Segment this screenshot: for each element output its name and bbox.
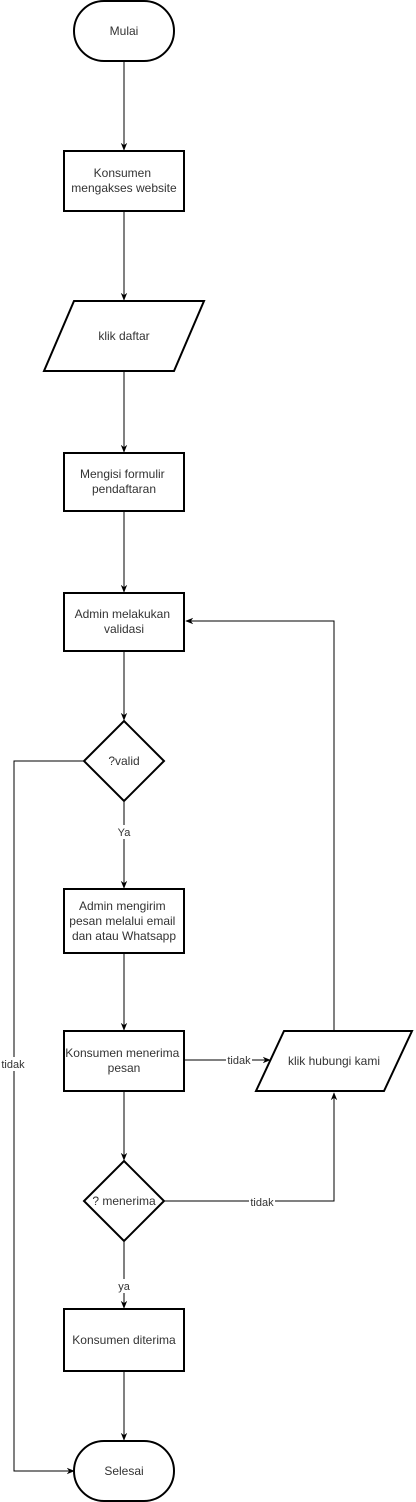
edge-valid-no — [13, 760, 84, 1475]
edge-label-valid-yes: Ya — [116, 825, 132, 839]
node-decision-accept-label: ? menerima — [92, 1194, 156, 1208]
node-consumer-accepted: Konsumen diterima — [63, 1308, 185, 1372]
node-access-website-line-1: Konsumen — [94, 166, 151, 180]
node-fill-form: Mengisi formulir pendaftaran — [63, 452, 185, 512]
node-access-website: Konsumen mengakses website — [63, 150, 185, 212]
node-click-register: klik daftar — [42, 300, 206, 372]
edge-label-accept-yes: ya — [116, 1279, 132, 1293]
node-decision-valid-label: ?valid — [108, 754, 139, 768]
node-admin-send-line-1: Admin mengirim — [79, 899, 166, 913]
node-consumer-accepted-label: Konsumen diterima — [72, 1333, 176, 1347]
node-admin-send: Admin mengirim pesan melalui email dan a… — [63, 888, 185, 954]
edges — [13, 61, 338, 1475]
node-end-label: Selesai — [104, 1464, 143, 1478]
edge-labels: Ya tidak tidak tidak ya — [1, 825, 275, 1293]
edge-label-receive-no: tidak — [226, 1053, 252, 1067]
node-fill-form-line-2: pendaftaran — [92, 482, 156, 496]
node-admin-validate-label: Admin melakukan validasi — [75, 607, 174, 636]
edge-contact-loop-back — [185, 617, 335, 1031]
node-click-contact: klik hubungi kami — [254, 1030, 414, 1092]
node-admin-send-line-3: dan atau Whatsapp — [72, 929, 176, 943]
node-decision-valid: ?valid — [82, 719, 166, 803]
edge-label-receive-no-text: tidak — [227, 1055, 251, 1067]
node-start: Mulai — [73, 0, 175, 62]
node-click-register-label: klik daftar — [98, 329, 149, 343]
node-decision-accept: ? menerima — [82, 1159, 166, 1243]
node-access-website-line-2: mengakses website — [71, 181, 177, 195]
node-admin-validate-line-2: validasi — [104, 622, 144, 636]
node-fill-form-label: Mengisi formulir pendaftaran — [80, 467, 168, 496]
node-admin-validate: Admin melakukan validasi — [63, 592, 185, 652]
node-consumer-receive-message: Konsumen menerima pesan — [63, 1030, 185, 1092]
node-consumer-receive-message-line-1: Konsumen menerima — [65, 1046, 179, 1060]
node-admin-validate-line-1: Admin melakukan — [75, 607, 170, 621]
node-consumer-receive-message-line-2: pesan — [108, 1061, 141, 1075]
edge-label-valid-no-text: tidak — [1, 1059, 25, 1071]
edge-label-accept-no-text: tidak — [250, 1197, 274, 1209]
node-admin-send-line-2: pesan melalui email — [69, 914, 175, 928]
node-click-contact-label: klik hubungi kami — [288, 1054, 380, 1068]
edge-label-accept-no: tidak — [249, 1195, 275, 1209]
edge-label-valid-yes-text: Ya — [118, 827, 132, 839]
node-consumer-receive-message-label: Konsumen menerima pesan — [65, 1046, 182, 1075]
node-access-website-label: Konsumen mengakses website — [71, 166, 177, 195]
edge-label-valid-no: tidak — [1, 1057, 27, 1071]
edge-accept-no — [164, 1092, 338, 1202]
node-end: Selesai — [73, 1440, 175, 1502]
node-start-label: Mulai — [110, 24, 139, 38]
node-fill-form-line-1: Mengisi formulir — [80, 467, 165, 481]
edge-label-accept-yes-text: ya — [118, 1281, 131, 1293]
node-admin-send-label: Admin mengirim pesan melalui email dan a… — [69, 899, 178, 943]
